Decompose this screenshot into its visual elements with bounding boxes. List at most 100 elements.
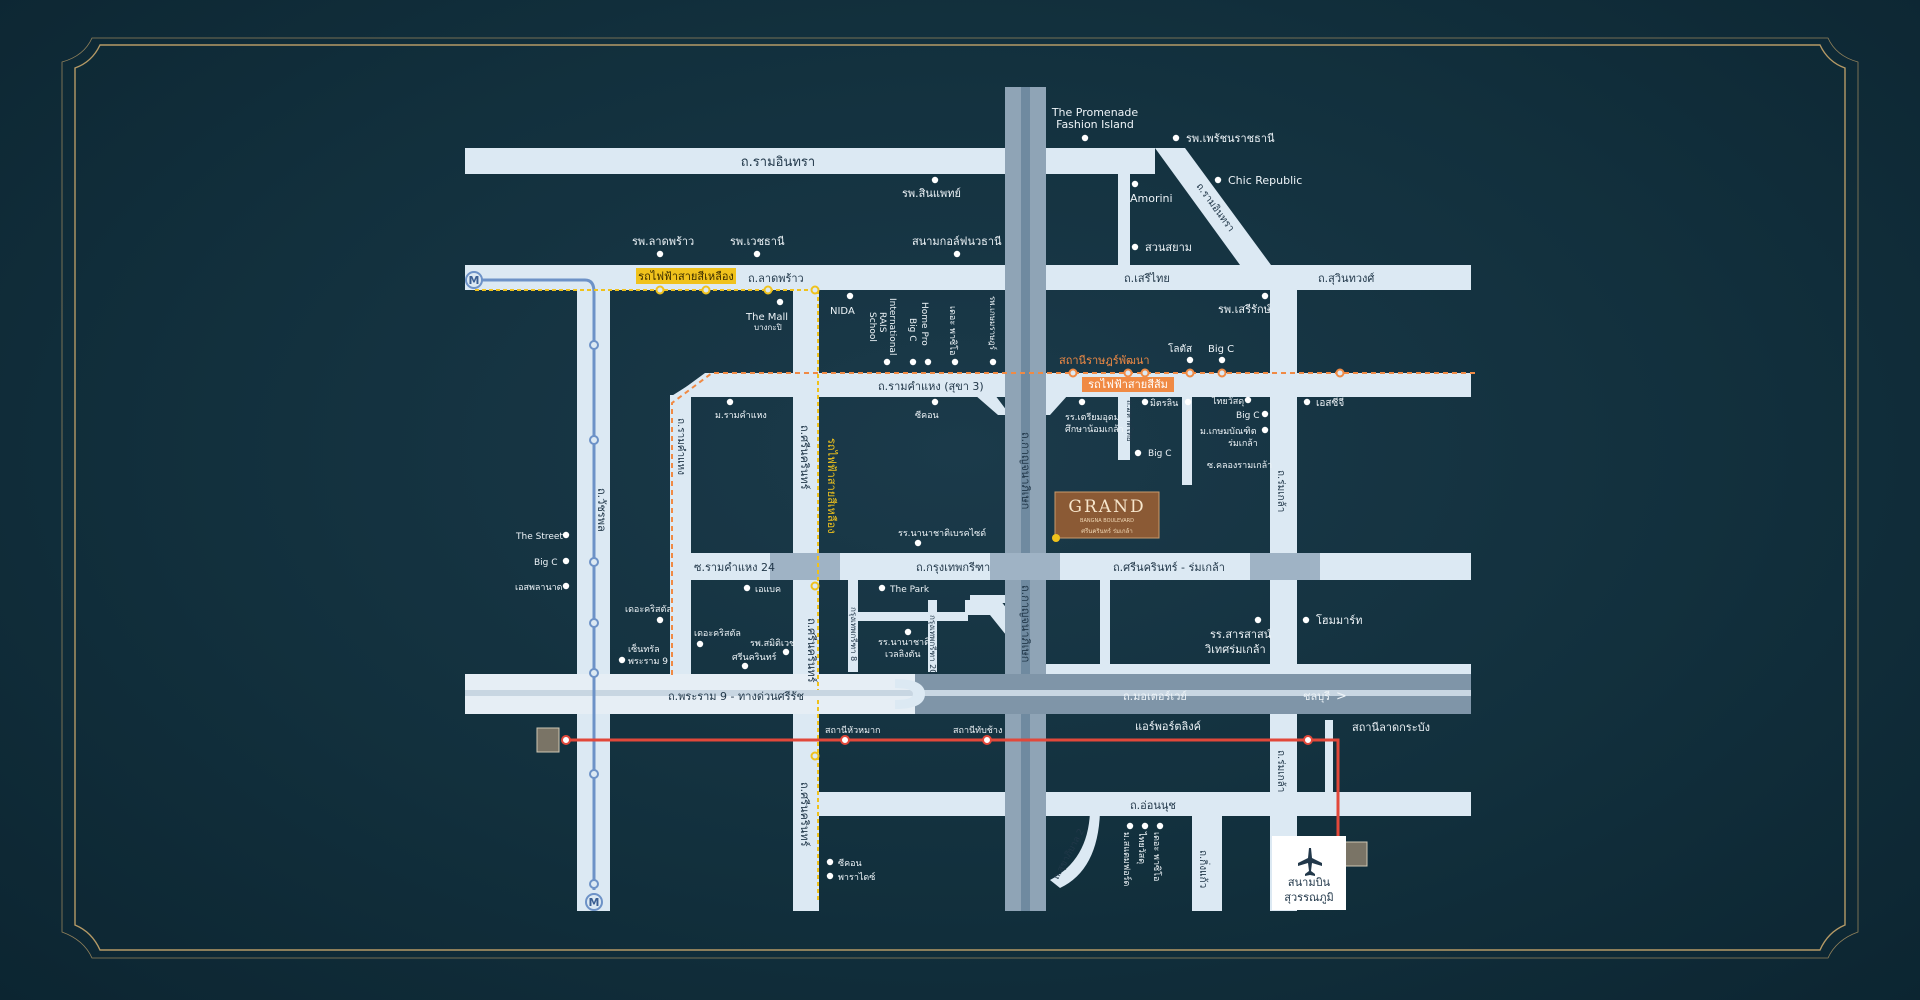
yellow-station (810, 751, 820, 761)
road-label-kingkaew: ถ.กิ่งแก้ว (1197, 850, 1211, 888)
place-hosp-phyathai: รพ.เพรัชนราชธานี (1186, 132, 1275, 145)
place-mitrlin: มิตรลิน (1150, 398, 1178, 409)
place-promenade: The Promenade (1051, 106, 1139, 119)
place-bigc5: Big C (534, 558, 558, 568)
place-seacon2: ซีคอน (838, 858, 862, 869)
road-soi-8 (848, 580, 858, 672)
place-rais2: International (887, 298, 897, 355)
road-soi-romklao (1118, 395, 1130, 460)
place-kasem: ม.เกษมบัณฑิต (1200, 426, 1257, 437)
place-hosp-ladprao: รพ.ลาดพร้าว (632, 235, 694, 248)
station-photo-icon (1344, 841, 1368, 867)
place-rais: RAIS (877, 312, 887, 333)
yellow-station (763, 285, 773, 295)
project-logo: GRAND BANGNA BOULEVARD ศรีนครินทร์ ร่มเก… (1052, 491, 1160, 542)
airport-link-station (1303, 735, 1313, 745)
place-school4b: วิเทศร่มเกล้า (1204, 643, 1265, 656)
airport-label: สนามบิน (1288, 876, 1331, 889)
road-ladprao (465, 265, 1471, 290)
road-label-chonburi: ชลบุรี (1303, 690, 1330, 703)
road-ramkhamhaeng-v (670, 395, 691, 675)
road-soi-20 (928, 600, 937, 672)
expressways (465, 87, 1471, 911)
road-onnut (815, 792, 1471, 816)
place-bigc3: Big C (1236, 411, 1260, 421)
decorative-frame (61, 37, 1859, 959)
road-label-serithai: ถ.เสรีไทย (1124, 272, 1170, 285)
orange-line (671, 372, 1475, 675)
place-seacon: ซีคอน (915, 410, 939, 421)
yellow-station (655, 285, 665, 295)
road-label-soi-romklao: ซ.คลองรามเกล้า (1207, 460, 1272, 471)
place-street: The Street (515, 532, 563, 542)
yellow-line-label-v: รถไฟฟ้าสายสีเหลือง (825, 438, 838, 534)
place-labels: The Promenade Fashion Island รพ.เพรัชนรา… (515, 106, 1362, 886)
orange-station (1335, 368, 1345, 378)
road-romklao-v (1270, 265, 1297, 911)
road-label-motorway-right: ถ.มหาดไทย (1125, 400, 1134, 442)
orange-line-badge (1082, 377, 1174, 392)
place-rais3: School (867, 312, 877, 342)
place-samitivej2: ศรีนครินทร์ (732, 651, 777, 663)
place-homemart: โฮมมาร์ท (1316, 613, 1362, 627)
rail-lines (475, 278, 1475, 900)
road-center-diag1 (975, 395, 1010, 415)
place-bigc2: Big C (1208, 344, 1234, 355)
road-label-soi-8: กรุงเทพกรีฑา 8 (849, 607, 858, 661)
road-ramintra-diag (1155, 148, 1271, 265)
place-hosp-sinphaet: รพ.สินแพทย์ (902, 187, 961, 200)
road-label-rama9: ถ.พระราม 9 - ทางด่วนศรีรัช (668, 690, 804, 703)
place-samitivej: รพ.สมิติเวช (750, 638, 795, 649)
blue-station (589, 879, 599, 889)
airport-link-line (565, 738, 1340, 852)
place-paradise: พาราไดซ์ (838, 871, 875, 883)
orange-station-label: สถานีราษฎร์พัฒนา (1059, 354, 1150, 367)
station-photo-icon (536, 727, 560, 753)
place-central: เซ็นทรัล (628, 642, 660, 655)
place-school2: รร.นานาชาติเบรคไซด์ (898, 527, 986, 539)
logo-tag: ศรีนครินทร์ ร่มเกล้า (1081, 527, 1132, 535)
place-hosp-ram: รพ.เกษมราษฎร์ (988, 296, 998, 351)
place-bigc4: Big C (1148, 449, 1172, 459)
place-homepro: Home Pro (919, 302, 929, 346)
place-thepark: The Park (889, 585, 930, 595)
station-huamak-label: สถานีหัวหมาก (825, 725, 881, 736)
airport-link-station (982, 735, 992, 745)
airport-label2: สุวรรณภูมิ (1284, 891, 1333, 904)
blue-station (589, 769, 599, 779)
road-lower-band (1040, 664, 1471, 674)
orange-station (1140, 368, 1150, 378)
orange-line-label: รถไฟฟ้าสายสีส้ม (1088, 378, 1168, 391)
airport-link-station (840, 735, 850, 745)
place-mall-bangkapi: The Mall (745, 312, 788, 323)
blue-station (589, 435, 599, 445)
place-hosp-serirak: รพ.เสรีรักษ์ (1218, 303, 1271, 316)
mrt-badge-bottom: M (585, 893, 603, 911)
airplane-icon (1298, 848, 1322, 876)
road-label-motorway: ถ.มอเตอร์เวย์ (1123, 690, 1187, 703)
place-tmb: เอสซีจี (1316, 397, 1344, 409)
place-school1b: ศึกษาน้อมเกล้า (1065, 424, 1124, 435)
orange-station (1185, 368, 1195, 378)
orange-station (1123, 368, 1133, 378)
svg-text:M: M (589, 896, 600, 909)
road-extra-v (1182, 395, 1192, 485)
airport-link-label: แอร์พอร์ตลิงค์ (1135, 720, 1201, 733)
road-label-ramkhamhaeng-v: ถ.รามคำแหง (675, 418, 686, 475)
place-school4: รร.สารสาสน์ (1210, 628, 1272, 641)
airport-link-station (561, 735, 571, 745)
place-central2: พระราม 9 (628, 657, 668, 667)
place-markers (562, 134, 1311, 880)
road-kingkaew (1192, 792, 1222, 911)
road-label-ramintra: ถ.รามอินทรา (741, 155, 815, 170)
blue-station (589, 618, 599, 628)
mrt-badge-top: M (465, 271, 483, 289)
logo-sub: BANGNA BOULEVARD (1080, 518, 1134, 524)
road-label-suwinthawong: ถ.สุวินทวงศ์ (1318, 272, 1374, 285)
road-label-onnut: ถ.อ่อนนุช (1130, 799, 1176, 812)
place-thaiwatsadu2: ไทยวัสดุ (1136, 831, 1147, 864)
place-safari: สวนสยาม (1145, 241, 1192, 254)
road-label-srinakarin-romklao: ถ.ศรีนครินทร์ - ร่มเกล้า (1113, 561, 1225, 574)
blue-station (589, 340, 599, 350)
road-label-kanchanaphisek2: ถ.กาญจนาภิเษก (1019, 585, 1032, 662)
